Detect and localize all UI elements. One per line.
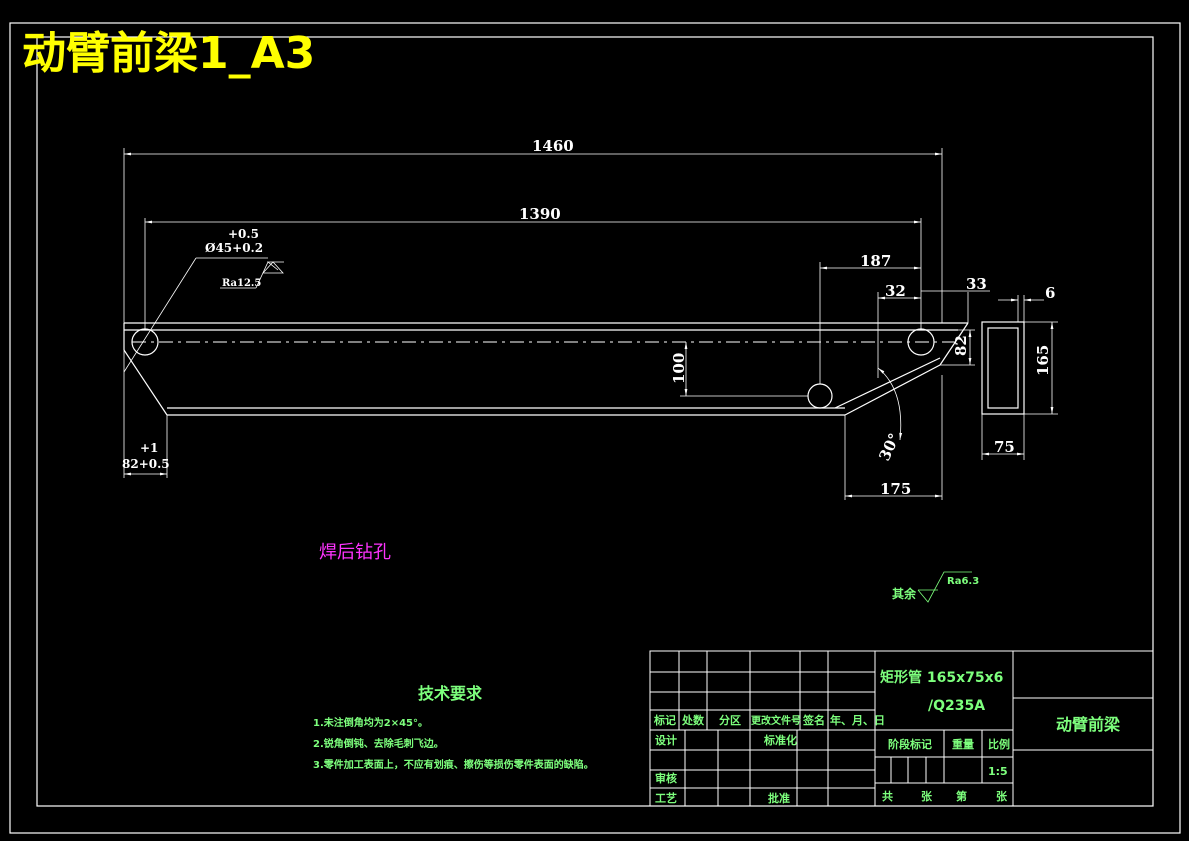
tb-material-2: /Q235A: [928, 698, 985, 714]
beam-front-view: [123, 322, 969, 416]
dim-6-text: 6: [1045, 284, 1055, 302]
tb-material-1: 矩形管 165x75x6: [880, 669, 1003, 686]
tech-req-item-1: 1.未注倒角均为2×45°。: [313, 716, 428, 729]
hole-callout: +0.5 Ø45+0.2 Ra12.5: [123, 227, 284, 373]
tb-header-3: 更改文件号: [751, 714, 801, 727]
tb-process: 工艺: [655, 791, 677, 805]
tech-req-item-3: 3.零件加工表面上，不应有划痕、擦伤等损伤零件表面的缺陷。: [313, 758, 594, 771]
dim-82-right: 82: [940, 329, 975, 366]
tech-req-heading: 技术要求: [418, 684, 483, 703]
dim-hole-spacing: 1390: [144, 205, 922, 330]
dim-32-33: 32 33: [877, 275, 990, 378]
left-dim-text: 82+0.5: [122, 457, 170, 471]
tb-header-1: 处数: [681, 713, 705, 727]
dim-100-text: 100: [670, 353, 688, 384]
tb-design: 设计: [655, 733, 677, 747]
weld-note: 焊后钻孔: [319, 542, 391, 563]
tb-header-5: 年、月、日: [830, 713, 885, 727]
dim-175-text: 175: [880, 480, 911, 498]
dim-165-text: 165: [1034, 345, 1052, 376]
dim-1390-text: 1390: [519, 205, 561, 223]
hole-tol-upper: +0.5: [228, 227, 259, 241]
left-tol-upper: +1: [140, 441, 158, 455]
tb-approve: 批准: [768, 791, 790, 805]
angle-text: 30°: [875, 430, 903, 463]
dim-187-text: 187: [860, 252, 891, 270]
tb-header-4: 签名: [802, 713, 825, 727]
tb-part-name: 动臂前梁: [1056, 715, 1121, 734]
tech-req-item-2: 2.锐角倒钝、去除毛刺飞边。: [313, 737, 444, 750]
tb-weight: 重量: [952, 737, 974, 751]
other-roughness-label: 其余: [892, 586, 917, 601]
title-block: 标记 处数 分区 更改文件号 签名 年、月、日 设计 标准化 审核 工艺 批准 …: [649, 650, 1154, 807]
tb-scale-label: 比例: [988, 737, 1010, 751]
other-roughness: 其余 Ra6.3: [892, 571, 979, 603]
tb-header-2: 分区: [719, 713, 741, 727]
dim-75-text: 75: [994, 438, 1015, 456]
other-roughness-value: Ra6.3: [947, 576, 979, 587]
inner-frame: [36, 36, 1154, 807]
dim-1460-text: 1460: [532, 137, 574, 155]
tb-sheet-total: 共: [882, 789, 893, 803]
dim-187: 187: [819, 252, 921, 384]
tb-sheet-zhang2: 张: [996, 789, 1008, 803]
dim-100: 100: [670, 342, 808, 397]
tb-sheet-zhang: 张: [921, 789, 933, 803]
hole-roughness: Ra12.5: [222, 278, 261, 289]
dim-overall-length: 1460: [123, 137, 943, 323]
dim-33-text: 33: [966, 275, 987, 293]
dim-32-text: 32: [885, 282, 906, 300]
tb-scale-value: 1:5: [988, 765, 1008, 778]
tb-stage-mark: 阶段标记: [888, 737, 932, 751]
hole-dia-text: Ø45+0.2: [205, 241, 263, 255]
section-view: 165 75 6: [981, 284, 1058, 460]
outer-frame: [9, 22, 1181, 834]
drawing-title: 动臂前梁1_A3: [22, 28, 315, 79]
tb-header-0: 标记: [653, 713, 676, 727]
tb-standardize: 标准化: [763, 733, 797, 747]
tb-sheet-di: 第: [956, 789, 967, 803]
dim-82-text: 82: [952, 335, 970, 356]
technical-requirements: 技术要求 1.未注倒角均为2×45°。 2.锐角倒钝、去除毛刺飞边。 3.零件加…: [313, 684, 594, 771]
dim-175: 175: [844, 375, 943, 500]
dim-left-82: +1 82+0.5: [122, 350, 170, 478]
tb-review: 审核: [655, 771, 677, 785]
